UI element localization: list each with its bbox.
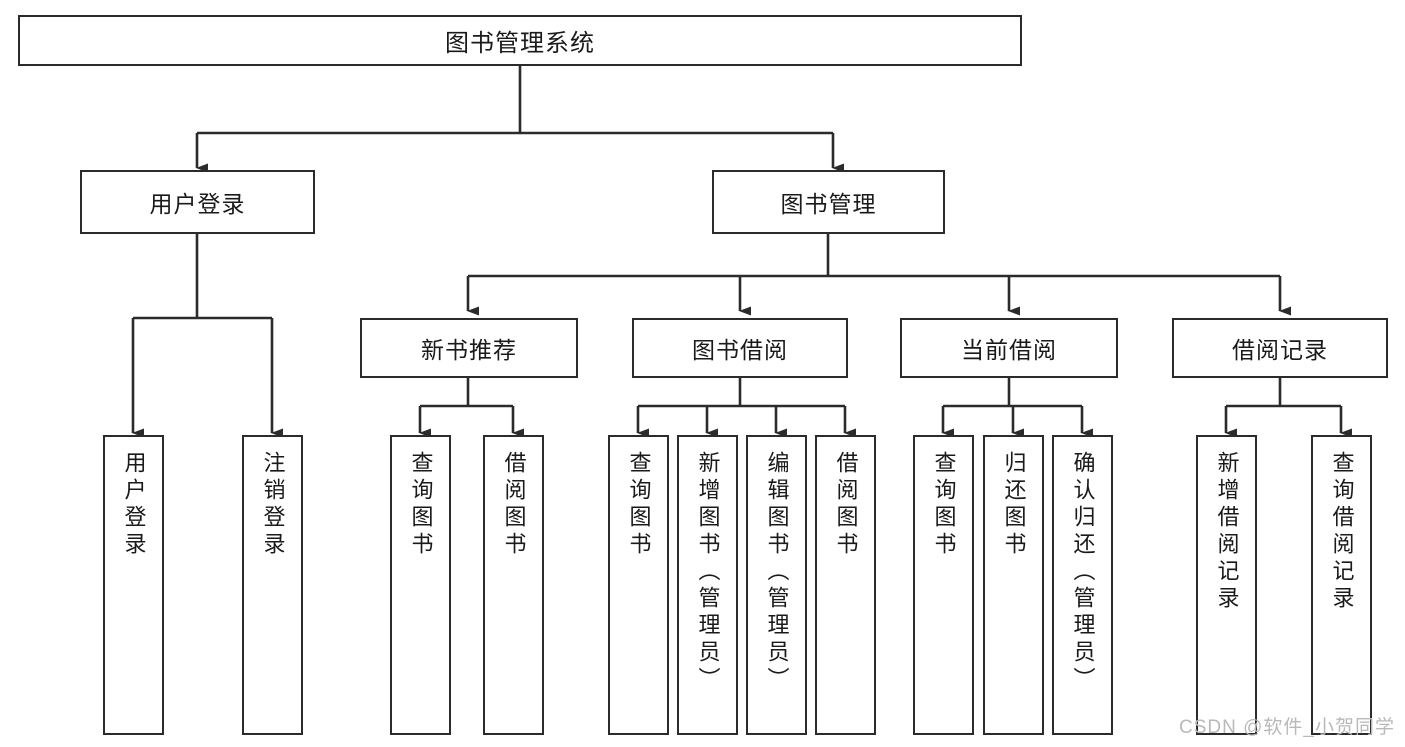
leaf-return-book-label: 归还图书 [1001,451,1027,559]
node-book-borrow[interactable]: 图书借阅 [632,318,848,378]
leaf-query-borrow-record[interactable]: 查询借阅记录 [1311,435,1372,735]
node-current-borrow[interactable]: 当前借阅 [900,318,1118,378]
leaf-edit-book-admin-label: 编辑图书（管理员） [764,451,790,694]
node-current-borrow-label: 当前借阅 [961,337,1057,363]
leaf-query-book-current[interactable]: 查询图书 [913,435,974,735]
leaf-borrow-book-recommend-label: 借阅图书 [501,451,527,559]
node-borrow-records[interactable]: 借阅记录 [1172,318,1388,378]
leaf-user-login[interactable]: 用户登录 [103,435,164,735]
leaf-add-book-admin-label: 新增图书（管理员） [695,451,721,694]
leaf-query-book-recommend-label: 查询图书 [408,451,434,559]
node-root[interactable]: 图书管理系统 [18,15,1022,66]
leaf-logout[interactable]: 注销登录 [242,435,303,735]
leaf-query-book-borrow[interactable]: 查询图书 [608,435,669,735]
leaf-edit-book-admin[interactable]: 编辑图书（管理员） [746,435,807,735]
leaf-user-login-label: 用户登录 [121,451,147,559]
node-user-login-label: 用户登录 [149,191,246,217]
leaf-query-book-borrow-label: 查询图书 [626,451,652,559]
leaf-return-book[interactable]: 归还图书 [983,435,1044,735]
leaf-add-borrow-record[interactable]: 新增借阅记录 [1196,435,1257,735]
leaf-query-borrow-record-label: 查询借阅记录 [1329,451,1355,613]
leaf-query-book-current-label: 查询图书 [931,451,957,559]
node-book-management-label: 图书管理 [780,191,877,217]
leaf-add-borrow-record-label: 新增借阅记录 [1214,451,1240,613]
leaf-logout-label: 注销登录 [260,451,286,559]
leaf-confirm-return-admin-label: 确认归还（管理员） [1070,451,1096,694]
leaf-add-book-admin[interactable]: 新增图书（管理员） [677,435,738,735]
leaf-borrow-book-recommend[interactable]: 借阅图书 [483,435,544,735]
leaf-query-book-recommend[interactable]: 查询图书 [390,435,451,735]
node-borrow-records-label: 借阅记录 [1232,337,1328,363]
leaf-borrow-book-label: 借阅图书 [833,451,859,559]
node-user-login[interactable]: 用户登录 [80,170,315,234]
node-root-label: 图书管理系统 [445,30,595,57]
leaf-confirm-return-admin[interactable]: 确认归还（管理员） [1052,435,1113,735]
node-book-management[interactable]: 图书管理 [712,170,945,234]
node-new-book-recommend[interactable]: 新书推荐 [360,318,578,378]
node-new-book-recommend-label: 新书推荐 [421,337,517,363]
leaf-borrow-book[interactable]: 借阅图书 [815,435,876,735]
node-book-borrow-label: 图书借阅 [692,337,788,363]
